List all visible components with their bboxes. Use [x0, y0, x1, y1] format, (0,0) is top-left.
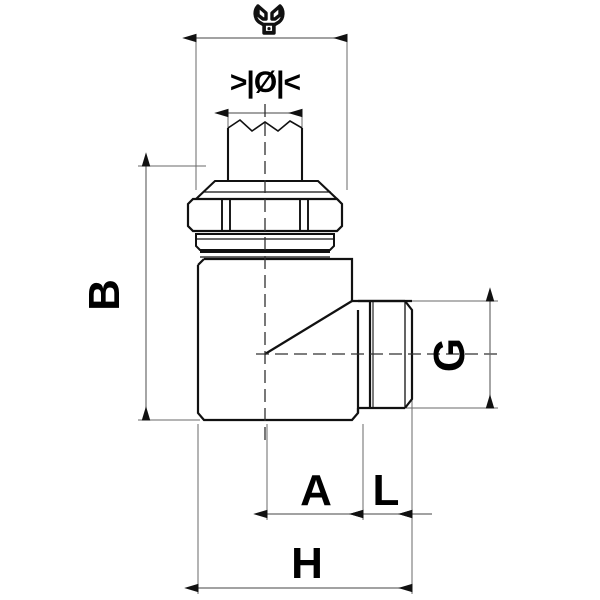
dimension-label-G: G	[425, 338, 474, 372]
dimension-label-A: A	[300, 466, 332, 515]
wrench-icon	[253, 4, 285, 35]
dimension-length-H: H	[184, 539, 413, 593]
union-nut	[186, 197, 344, 233]
dimension-length-A: A	[253, 466, 364, 519]
dimension-length-L: L	[349, 466, 432, 519]
dimension-label-L: L	[373, 466, 400, 515]
dimension-height-B: B	[80, 152, 151, 421]
valve-stem	[226, 118, 304, 180]
dimension-label-B: B	[80, 279, 129, 311]
centerlines	[256, 104, 498, 446]
dimension-label-H: H	[291, 539, 323, 588]
valve-body	[196, 257, 412, 422]
break-line	[227, 118, 303, 133]
dimension-stem-diameter: >|Ø|<	[214, 66, 303, 118]
dimension-label-across-flats: >|Ø|<	[230, 66, 301, 99]
dimension-port-G: G	[425, 287, 495, 409]
